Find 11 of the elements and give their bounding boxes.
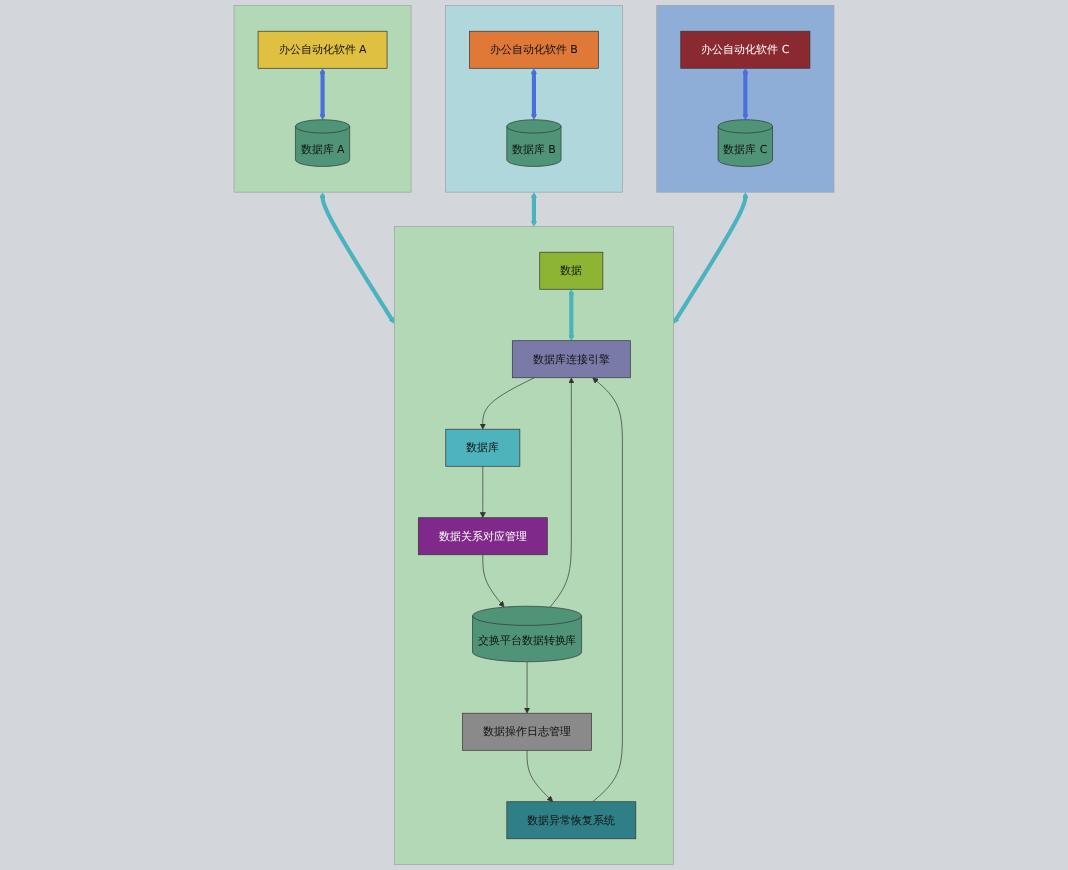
arrow [319,68,326,120]
arrow [530,68,537,120]
cluster [445,5,623,193]
cluster [233,5,412,193]
arrow [530,192,537,227]
cluster [393,226,674,865]
arrow [319,192,395,324]
arrow [742,68,749,120]
arrow [673,192,749,324]
arrow [568,289,575,341]
cluster [656,5,835,193]
